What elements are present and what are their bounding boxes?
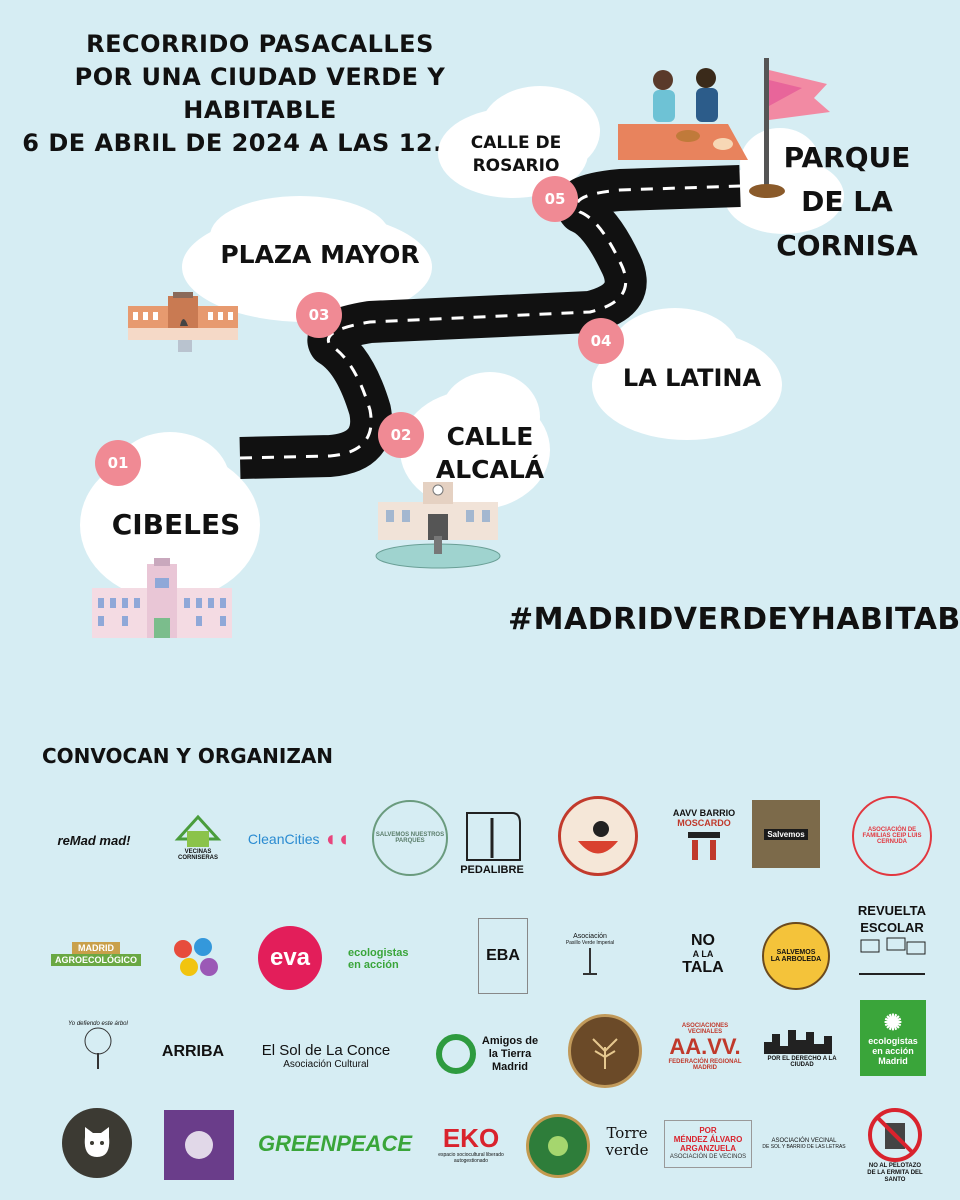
stop-number-02: 02 — [378, 412, 424, 458]
stop-number-01: 01 — [95, 440, 141, 486]
hashtag: #MADRIDVERDEYHABITABLE — [508, 602, 960, 637]
eva-logo: eva — [258, 926, 322, 990]
event-title: RECORRIDO PASACALLES POR UNA CIUDAD VERD… — [0, 28, 520, 160]
amigos-de-la-tierra-logo: Amigos de la Tierra Madrid — [432, 1026, 542, 1082]
title-line-2: POR UNA CIUDAD VERDE Y HABITABLE — [74, 63, 446, 124]
arriba-logo: ARRIBA — [161, 1043, 225, 1060]
ampa-luis-cernuda-logo: ASOCIACIÓN DE FAMILIAS CEIP LUIS CERNUDA — [852, 796, 932, 876]
no-a-la-tala-logo: NO A LA TALA — [682, 932, 724, 976]
hands-logo — [166, 930, 224, 988]
stop-label-la-latina: LA LATINA — [622, 364, 762, 392]
no-al-pelotazo-logo: NO AL PELOTAZO DE LA ERMITA DEL SANTO — [858, 1104, 932, 1186]
amigos-ring-icon — [435, 1034, 476, 1074]
salvemos-la-arboleda-logo: SALVEMOS LA ARBOLEDA — [762, 922, 830, 990]
eko-logo: EKO espacio sociocultural liberado autog… — [438, 1123, 504, 1164]
organizers-heading: CONVOCAN Y ORGANIZAN — [42, 744, 334, 768]
prohibited-building-icon — [868, 1107, 922, 1162]
picnic-illustration — [618, 68, 748, 160]
purple-logo — [164, 1110, 234, 1180]
stop-label-cibeles: CIBELES — [111, 508, 241, 541]
revuelta-escolar-logo: REVUELTA ESCOLAR — [852, 902, 932, 982]
asociacion-pasillo-verde-logo: Asociación Pasillo Verde Imperial — [560, 924, 620, 984]
ecologistas-star-icon: ✺ — [883, 1010, 903, 1035]
tree-circle-logo — [568, 1014, 642, 1088]
madrid-agroecologico-logo: MADRID AGROECOLÓGICO — [44, 932, 148, 976]
green-circle-logo — [526, 1114, 590, 1178]
greenpeace-logo: GREENPEACE — [257, 1131, 413, 1156]
remad-logo: reMad mad! — [57, 832, 131, 848]
aavv-federacion-logo: ASOCIACIONES VECINALES AA.VV. FEDERACIÓN… — [668, 1023, 742, 1071]
stop-number-04: 04 — [578, 318, 624, 364]
plaza-mayor-building-illustration — [128, 292, 238, 352]
aavv-moscardo-logo: AAVV BARRIO MOSCARDO — [664, 800, 744, 870]
pink-flag-icon — [749, 58, 830, 198]
title-line-1: RECORRIDO PASACALLES — [86, 30, 434, 58]
watermelon-logo — [558, 796, 638, 876]
el-sol-de-la-conce-logo: El Sol de La Conce Asociación Cultural — [261, 1042, 391, 1070]
derecho-a-la-ciudad-logo: POR EL DERECHO A LA CIUDAD — [760, 1024, 844, 1072]
vecinas-cornisera-logo: VECINAS CORNISERAS — [168, 800, 228, 870]
ecologistas-madrid-logo: ✺ ecologistas en acción Madrid — [860, 1000, 926, 1076]
stop-label-plaza-mayor: PLAZA MAYOR — [220, 240, 420, 269]
mendez-alvaro-arganzuela-logo: POR MÉNDEZ ÁLVARO ARGANZUELA ASOCIACIÓN … — [664, 1120, 752, 1168]
eba-logo: EBA — [478, 918, 528, 994]
cat-logo — [62, 1108, 132, 1178]
puerta-sol-building-illustration — [375, 482, 501, 569]
ecologistas-en-accion-logo: ecologistas en acción — [348, 947, 409, 971]
cleancities-logo: CleanCities ◖◖ — [247, 826, 351, 851]
pedalibre-logo: PEDALIBRE — [454, 792, 530, 876]
salvemos-photo-logo: Salvemos — [752, 800, 820, 868]
cibeles-palace-illustration — [92, 558, 232, 638]
stop-number-03: 03 — [296, 292, 342, 338]
defiendo-arbol-logo: Yo defiendo este árbol — [60, 1014, 136, 1078]
stop-number-05: 05 — [532, 176, 578, 222]
cleancities-mark-icon: ◖◖ — [323, 826, 351, 851]
salvemos-parques-logo: SALVEMOS NUESTROS PARQUES — [372, 800, 448, 876]
title-line-3: 6 DE ABRIL DE 2024 A LAS 12.00H — [22, 129, 498, 157]
torre-verde-logo: Torre verde — [605, 1124, 649, 1159]
asociacion-vecinal-sol-logo: ASOCIACIÓN VECINAL DE SOL Y BARRIO DE LA… — [762, 1138, 846, 1150]
